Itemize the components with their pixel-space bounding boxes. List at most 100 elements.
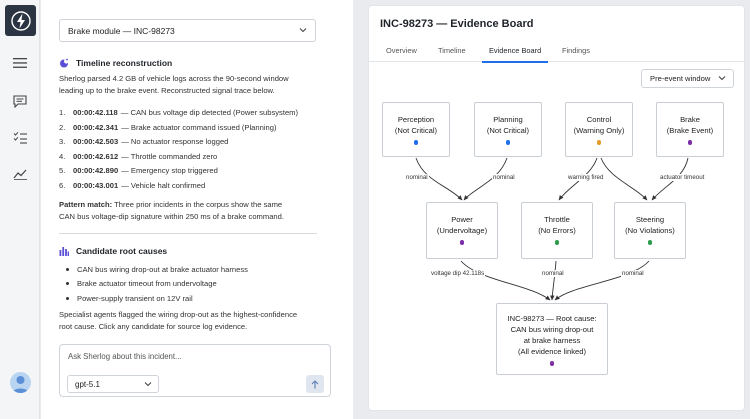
user-icon bbox=[12, 376, 29, 393]
section-divider bbox=[59, 233, 317, 234]
window-select-value: Pre-event window bbox=[650, 74, 711, 83]
step-time: 00:00:43.001 bbox=[73, 180, 119, 190]
cause-text: Power-supply transient on 12V rail bbox=[77, 293, 193, 303]
cause-text: CAN bus wiring drop-out at brake actuato… bbox=[77, 264, 248, 274]
edge-label-steering-root: nominal bbox=[621, 270, 645, 277]
edge-brake-steering bbox=[651, 157, 689, 201]
pattern-line-1: Three prior incidents in the corpus show… bbox=[112, 200, 283, 209]
status-dot bbox=[413, 140, 419, 145]
tab-timeline[interactable]: Timeline bbox=[438, 46, 466, 55]
arrow-up-icon bbox=[311, 379, 319, 388]
node-status: (No Errors) bbox=[538, 226, 576, 235]
trend-chart-icon bbox=[13, 169, 27, 180]
node-label: Brake bbox=[680, 115, 700, 124]
node-planning[interactable]: Planning (Not Critical) bbox=[474, 102, 542, 157]
node-label: Power bbox=[451, 215, 473, 224]
app-logo[interactable] bbox=[5, 5, 36, 36]
node-status: (Not Critical) bbox=[394, 126, 438, 135]
summary-line-2: root cause. Click any candidate for sour… bbox=[59, 322, 248, 331]
model-select-value: gpt-5.1 bbox=[75, 379, 100, 389]
module-select-value: Brake module — INC-98273 bbox=[68, 25, 175, 36]
cause-item[interactable]: CAN bus wiring drop-out at brake actuato… bbox=[66, 262, 248, 277]
root-cause-title: INC-98273 — Root cause: bbox=[507, 314, 597, 323]
moon-sparkle-icon bbox=[60, 58, 69, 68]
step-text: — Throttle commanded zero bbox=[121, 151, 218, 161]
node-root-cause[interactable]: INC-98273 — Root cause: CAN bus wiring d… bbox=[496, 303, 608, 375]
edge-throttle-root bbox=[550, 260, 557, 301]
pattern-label: Pattern match: bbox=[59, 200, 113, 209]
edge-planning-power bbox=[463, 157, 508, 201]
bullet bbox=[66, 296, 69, 300]
composer-input[interactable]: Ask Sherlog about this incident... bbox=[68, 352, 182, 361]
tab-findings[interactable]: Findings bbox=[562, 46, 590, 55]
edge-label-control-throttle: warning fired bbox=[567, 174, 605, 181]
node-status: (No Violations) bbox=[625, 226, 675, 235]
model-select[interactable]: gpt-5.1 bbox=[67, 375, 159, 393]
status-dot bbox=[596, 140, 602, 145]
node-steering[interactable]: Steering (No Violations) bbox=[614, 202, 686, 259]
node-status: (Warning Only) bbox=[573, 126, 625, 135]
module-select[interactable]: Brake module — INC-98273 bbox=[59, 19, 316, 42]
timeline-step: 2.00:00:42.341— Brake actuator command i… bbox=[59, 123, 298, 138]
bullet bbox=[66, 267, 69, 271]
timeline-title-text: Timeline reconstruction bbox=[76, 58, 173, 68]
checklist-button[interactable] bbox=[9, 126, 31, 148]
node-perception[interactable]: Perception (Not Critical) bbox=[382, 102, 450, 157]
cause-item[interactable]: Brake actuator timeout from undervoltage bbox=[66, 277, 248, 292]
intro-line-1: Sherlog parsed 4.2 GB of vehicle logs ac… bbox=[59, 74, 289, 83]
message-composer[interactable]: Ask Sherlog about this incident... gpt-5… bbox=[59, 344, 331, 397]
step-text: — Brake actuator command issued (Plannin… bbox=[121, 122, 277, 132]
node-control[interactable]: Control (Warning Only) bbox=[565, 102, 633, 157]
node-throttle[interactable]: Throttle (No Errors) bbox=[521, 202, 593, 259]
step-text: — No actuator response logged bbox=[121, 137, 229, 146]
step-text: — Emergency stop triggered bbox=[121, 166, 218, 175]
cause-text: Brake actuator timeout from undervoltage bbox=[77, 279, 217, 289]
node-status: (Brake Event) bbox=[666, 126, 714, 135]
timeline-step: 5. 00:00:42.890— Emergency stop triggered bbox=[59, 166, 298, 181]
chat-icon bbox=[13, 94, 27, 108]
status-dot bbox=[687, 140, 693, 145]
edge-steering-root bbox=[554, 260, 650, 301]
step-time: 00:00:42.503 bbox=[73, 137, 119, 146]
cause-item[interactable]: Power-supply transient on 12V rail bbox=[66, 291, 248, 306]
step-number: 1. bbox=[59, 108, 66, 117]
step-number: 4. bbox=[59, 151, 66, 161]
chevron-down-icon bbox=[299, 28, 307, 33]
candidate-causes-list: CAN bus wiring drop-out at brake actuato… bbox=[66, 262, 248, 306]
send-button[interactable] bbox=[306, 375, 324, 393]
timeline-section-title: Timeline reconstruction bbox=[59, 58, 172, 68]
menu-button[interactable] bbox=[9, 52, 31, 74]
window-select[interactable]: Pre-event window bbox=[641, 69, 734, 88]
tab-evidence-board[interactable]: Evidence Board bbox=[489, 46, 542, 55]
edge-label-power-root: voltage dip 42.118s bbox=[430, 270, 486, 277]
edge-power-root bbox=[460, 260, 551, 301]
summary-text: Specialist agents flagged the wiring dro… bbox=[59, 309, 329, 333]
edge-label-perception-power: nominal bbox=[405, 174, 429, 181]
intro-text: Sherlog parsed 4.2 GB of vehicle logs ac… bbox=[59, 73, 329, 97]
causes-title-text: Candidate root causes bbox=[76, 246, 168, 256]
board-tabs: Overview Timeline Evidence Board Finding… bbox=[369, 40, 744, 63]
chevron-down-icon bbox=[144, 382, 152, 387]
step-text: — CAN bus voltage dip detected (Power su… bbox=[120, 108, 299, 117]
timeline-step: 1.00:00:42.118— CAN bus voltage dip dete… bbox=[59, 108, 298, 123]
bullet bbox=[66, 282, 69, 286]
user-avatar[interactable] bbox=[10, 372, 31, 393]
node-brake[interactable]: Brake (Brake Event) bbox=[656, 102, 724, 157]
chevron-down-icon bbox=[718, 76, 726, 81]
node-power[interactable]: Power (Undervoltage) bbox=[426, 202, 498, 259]
tab-overview[interactable]: Overview bbox=[386, 46, 417, 55]
chat-button[interactable] bbox=[9, 90, 31, 112]
node-label: Planning bbox=[493, 115, 523, 124]
step-time: 00:00:42.890 bbox=[73, 166, 119, 175]
step-time: 00:00:42.341 bbox=[73, 122, 119, 132]
lightning-bolt-icon bbox=[10, 10, 31, 31]
graph-edges bbox=[415, 157, 689, 301]
step-number: 5. bbox=[59, 166, 66, 175]
pattern-line-2: CAN bus voltage-dip signature within 250… bbox=[59, 212, 284, 221]
status-dot bbox=[505, 140, 511, 145]
pattern-match-text: Pattern match: Three prior incidents in … bbox=[59, 199, 329, 223]
trend-chart-button[interactable] bbox=[9, 163, 31, 185]
board-title: INC-98273 — Evidence Board bbox=[380, 18, 534, 30]
evidence-board-panel: INC-98273 — Evidence Board Overview Time… bbox=[368, 5, 745, 411]
active-tab-indicator bbox=[482, 61, 548, 63]
